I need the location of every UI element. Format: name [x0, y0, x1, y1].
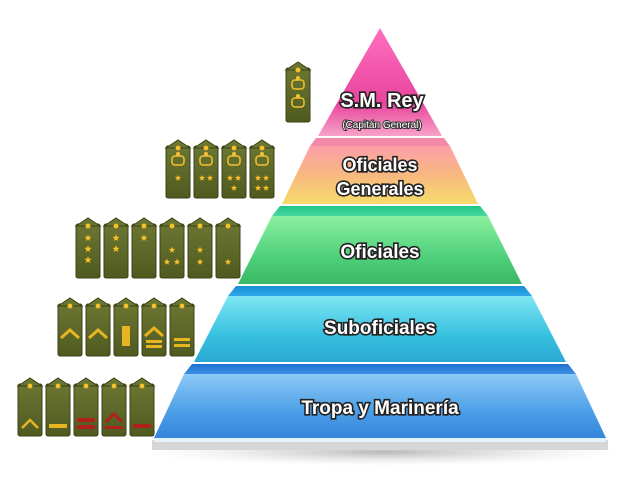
star-icon — [111, 244, 121, 253]
insignia-suboficial — [140, 297, 168, 357]
button-icon — [141, 223, 147, 229]
insignia-tropa — [100, 377, 128, 437]
tier-oficiales-generales-shape — [282, 146, 478, 204]
star-icon — [196, 245, 204, 254]
tier-oficiales-shape — [238, 216, 522, 284]
insignia-general — [192, 139, 220, 199]
star-icon — [206, 173, 214, 182]
insignia-oficial — [214, 217, 242, 279]
star-icon — [196, 257, 204, 266]
chevron-icon — [21, 418, 39, 429]
insignia-general — [220, 139, 248, 199]
insignia-tropa — [72, 377, 100, 437]
button-icon — [67, 303, 73, 309]
pyramid-base-plate — [152, 440, 608, 450]
insignia-rey — [284, 61, 312, 123]
star-icon — [174, 173, 182, 182]
insignia-suboficial — [84, 297, 112, 357]
star-icon — [83, 233, 93, 242]
star-icon — [262, 173, 270, 182]
tier-oficiales-label: Oficiales — [340, 242, 419, 263]
stripe-icon — [146, 340, 162, 343]
stripe-icon — [174, 344, 190, 347]
insignia-tropa — [16, 377, 44, 437]
insignia-suboficial — [112, 297, 140, 357]
star-icon — [254, 183, 262, 192]
insignia-suboficial — [168, 297, 196, 357]
button-icon — [139, 383, 145, 389]
stripe-icon — [77, 425, 95, 429]
button-icon — [197, 223, 203, 229]
insignia-suboficial — [56, 297, 84, 357]
star-icon — [230, 183, 238, 192]
insignia-general — [164, 139, 192, 199]
button-icon — [295, 67, 301, 73]
tier-separator — [184, 364, 576, 374]
insignia-tropa — [128, 377, 156, 437]
insignia-layer — [16, 61, 312, 437]
chevron-icon — [104, 411, 124, 424]
button-icon — [83, 383, 89, 389]
button-icon — [95, 303, 101, 309]
tier-suboficiales-shape — [194, 296, 566, 362]
tier-rey-label: S.M. Rey — [340, 90, 424, 112]
insignia-oficial — [130, 217, 158, 279]
pyramid-base-edge — [154, 438, 606, 442]
stripe-icon — [77, 418, 95, 422]
button-icon — [169, 223, 175, 229]
star-icon — [254, 173, 262, 182]
star-icon — [139, 233, 149, 242]
bar-icon — [122, 326, 130, 346]
stripe-icon — [174, 338, 190, 341]
tier-separator — [272, 206, 488, 216]
chevron-icon — [60, 327, 80, 340]
star-icon — [111, 233, 121, 242]
tier-tropa-shape — [154, 374, 606, 438]
button-icon — [151, 303, 157, 309]
insignia-oficial — [158, 217, 186, 279]
tier-separator — [310, 138, 450, 146]
insignia-oficial — [74, 217, 102, 279]
star-icon — [262, 183, 270, 192]
button-icon — [179, 303, 185, 309]
button-icon — [203, 145, 209, 151]
insignia-general — [248, 139, 276, 199]
tier-oficiales-generales-label-line2: Generales — [336, 179, 423, 199]
tier-oficiales-generales-label-line1: Oficiales — [342, 155, 417, 175]
stripe-icon — [49, 424, 67, 428]
stripe-icon — [133, 424, 151, 428]
star-icon — [163, 257, 171, 266]
chevron-icon — [144, 325, 164, 338]
insignia-tropa — [44, 377, 72, 437]
button-icon — [123, 303, 129, 309]
star-icon — [83, 255, 93, 264]
tier-tropa-label: Tropa y Marinería — [301, 398, 459, 419]
stripe-icon — [105, 426, 123, 429]
star-icon — [83, 244, 93, 253]
tier-separator — [228, 286, 532, 296]
star-icon — [226, 173, 234, 182]
button-icon — [111, 383, 117, 389]
button-icon — [175, 145, 181, 151]
button-icon — [259, 145, 265, 151]
button-icon — [55, 383, 61, 389]
insignia-oficial — [102, 217, 130, 279]
star-icon — [168, 245, 176, 254]
tier-suboficiales-label: Suboficiales — [324, 318, 436, 339]
star-icon — [173, 257, 181, 266]
button-icon — [27, 383, 33, 389]
chevron-icon — [88, 327, 108, 340]
button-icon — [113, 223, 119, 229]
tier-rey-shape — [318, 28, 442, 136]
tier-rey-sublabel: (Capitán General) — [342, 120, 421, 131]
star-icon — [234, 173, 242, 182]
stripe-icon — [146, 345, 162, 348]
star-icon — [198, 173, 206, 182]
star-icon — [224, 257, 232, 266]
insignia-oficial — [186, 217, 214, 279]
button-icon — [231, 145, 237, 151]
button-icon — [225, 223, 231, 229]
button-icon — [85, 223, 91, 229]
